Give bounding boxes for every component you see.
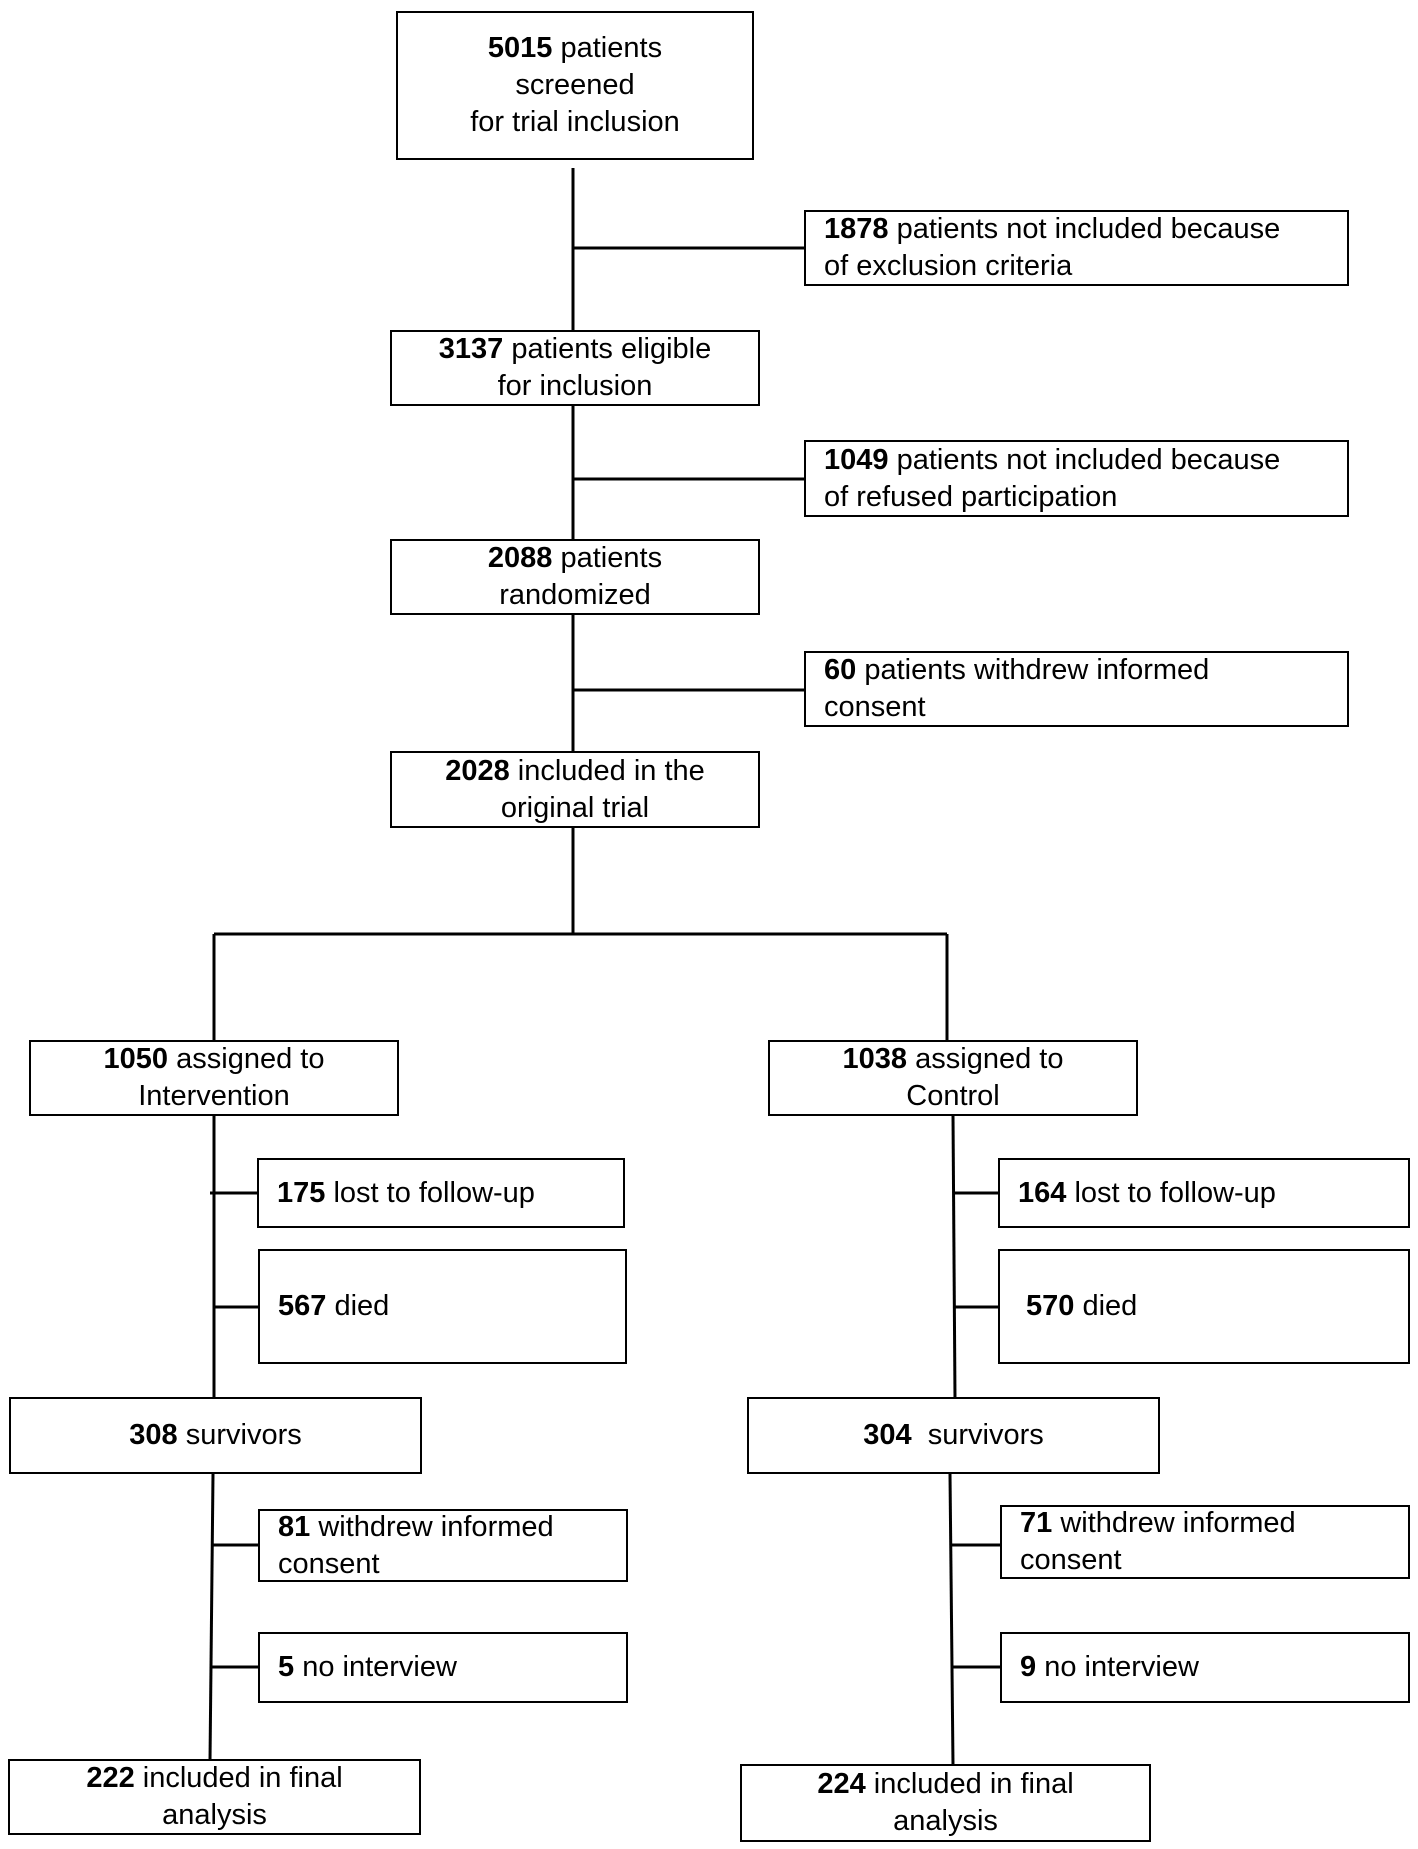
box-intervention-withdrew: 81 withdrew informed consent (258, 1509, 628, 1582)
connector-ctl-stem-1 (951, 1114, 957, 1400)
control-withdrew-count: 71 (1020, 1507, 1053, 1539)
box-randomized: 2088 patients randomized (390, 539, 760, 615)
intervention-died-text: died (326, 1290, 390, 1322)
screened-count: 5015 (487, 32, 553, 64)
intervention-lost-count: 175 (277, 1176, 326, 1209)
screened-text-2: screened (515, 69, 635, 101)
intervention-no-interview-count: 5 (278, 1651, 295, 1683)
included-original-text-2: original trial (500, 791, 650, 824)
refused-text-1: patients not included because (888, 443, 1281, 476)
box-included-original: 2028 included in the original trial (390, 751, 760, 828)
control-lost-count: 164 (1018, 1176, 1067, 1209)
refused-count: 1049 (824, 443, 889, 476)
control-survivors-text: survivors (911, 1419, 1044, 1451)
intervention-final-text-1: included in final (134, 1762, 343, 1794)
excluded-criteria-count: 1878 (824, 213, 889, 245)
box-eligible: 3137 patients eligible for inclusion (390, 330, 760, 406)
control-withdrew-text-1: withdrew informed (1052, 1507, 1296, 1539)
control-no-interview-count: 9 (1020, 1651, 1037, 1683)
intervention-final-count: 222 (86, 1762, 135, 1794)
included-original-count: 2028 (445, 754, 510, 787)
box-control-died: 570 died (998, 1249, 1410, 1364)
screened-text-3: for trial inclusion (470, 106, 680, 138)
withdrew-consent-text-2: consent (824, 691, 926, 723)
box-control-final: 224 included in final analysis (740, 1764, 1151, 1842)
control-survivors-count: 304 (863, 1419, 912, 1451)
excluded-criteria-text-1: patients not included because (888, 213, 1281, 245)
intervention-withdrew-text-1: withdrew informed (310, 1510, 554, 1543)
intervention-lost-text: lost to follow-up (325, 1176, 535, 1209)
intervention-final-text-2: analysis (162, 1799, 267, 1831)
intervention-withdrew-text-2: consent (278, 1547, 380, 1580)
randomized-count: 2088 (487, 542, 553, 574)
control-final-count: 224 (817, 1768, 866, 1800)
intervention-died-count: 567 (278, 1290, 327, 1322)
control-lost-text: lost to follow-up (1066, 1176, 1276, 1209)
control-died-count: 570 (1026, 1290, 1075, 1322)
connector-int-stem-2 (208, 1473, 215, 1762)
intervention-withdrew-count: 81 (278, 1510, 311, 1543)
intervention-survivors-count: 308 (129, 1419, 178, 1451)
intervention-assigned-text-2: Intervention (138, 1080, 290, 1112)
control-final-text-1: included in final (865, 1768, 1074, 1800)
connector-ctl-stem-2 (948, 1473, 955, 1766)
included-original-text-1: included in the (509, 754, 705, 787)
box-control-withdrew: 71 withdrew informed consent (1000, 1505, 1410, 1579)
control-no-interview-text: no interview (1036, 1651, 1199, 1683)
box-screened: 5015 patients screened for trial inclusi… (396, 11, 754, 160)
intervention-assigned-text-1: assigned to (168, 1043, 325, 1075)
box-control-assigned: 1038 assigned to Control (768, 1040, 1138, 1116)
box-intervention-died: 567 died (258, 1249, 627, 1364)
screened-text-1: patients (552, 32, 663, 64)
box-intervention-assigned: 1050 assigned to Intervention (29, 1040, 399, 1116)
box-intervention-no-interview: 5 no interview (258, 1632, 628, 1703)
control-final-text-2: analysis (893, 1805, 998, 1837)
eligible-text-2: for inclusion (497, 370, 653, 402)
control-assigned-text-2: Control (906, 1080, 1000, 1112)
randomized-text-2: randomized (499, 579, 651, 611)
box-excluded-criteria: 1878 patients not included because of ex… (804, 210, 1349, 286)
box-intervention-final: 222 included in final analysis (8, 1759, 421, 1835)
excluded-criteria-text-2: of exclusion criteria (824, 250, 1073, 282)
box-intervention-lost: 175 lost to follow-up (257, 1158, 625, 1228)
control-assigned-text-1: assigned to (907, 1043, 1064, 1075)
intervention-no-interview-text: no interview (294, 1651, 457, 1683)
box-withdrew-consent: 60 patients withdrew informed consent (804, 651, 1349, 727)
withdrew-consent-text-1: patients withdrew informed (856, 654, 1210, 686)
control-died-text: died (1074, 1290, 1138, 1322)
eligible-count: 3137 (438, 333, 504, 365)
control-assigned-count: 1038 (842, 1043, 908, 1075)
box-intervention-survivors: 308 survivors (9, 1397, 422, 1474)
box-control-survivors: 304 survivors (747, 1397, 1160, 1474)
randomized-text-1: patients (552, 542, 663, 574)
refused-text-2: of refused participation (824, 480, 1118, 513)
control-withdrew-text-2: consent (1020, 1544, 1122, 1576)
intervention-assigned-count: 1050 (103, 1043, 169, 1075)
box-control-no-interview: 9 no interview (1000, 1632, 1410, 1703)
box-control-lost: 164 lost to follow-up (998, 1158, 1410, 1228)
withdrew-consent-count: 60 (824, 654, 857, 686)
box-refused: 1049 patients not included because of re… (804, 440, 1349, 517)
intervention-survivors-text: survivors (177, 1419, 302, 1451)
eligible-text-1: patients eligible (503, 333, 712, 365)
